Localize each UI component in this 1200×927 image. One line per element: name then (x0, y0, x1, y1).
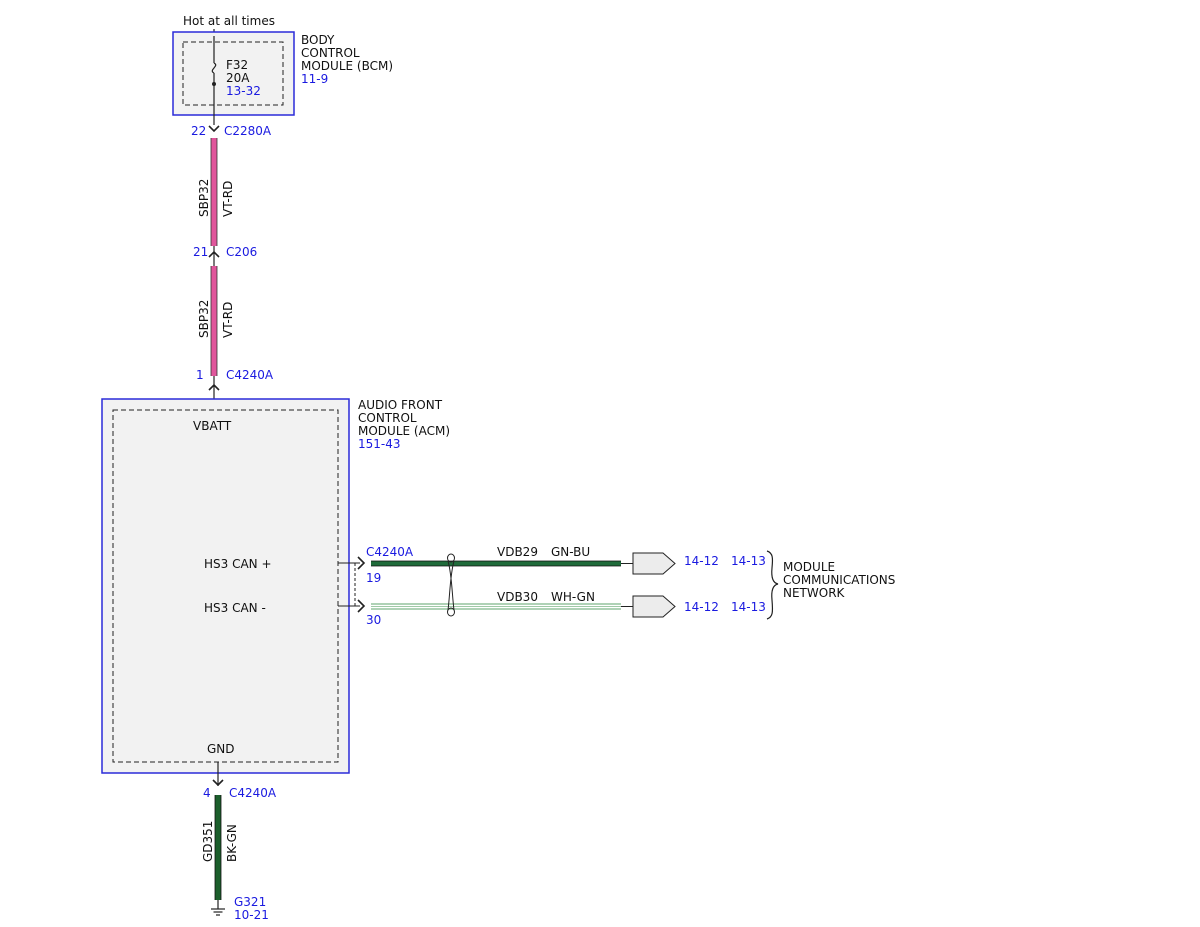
can-low-ref-b[interactable]: 14-13 (731, 600, 766, 614)
can-high-ref-b[interactable]: 14-13 (731, 554, 766, 568)
acm-name-line-3: MODULE (ACM) (358, 424, 450, 438)
bcm-module[interactable]: F32 20A 13-32 (172, 31, 295, 125)
wire-vdb30-color: WH-GN (551, 590, 595, 604)
wire-vdb29-color: GN-BU (551, 545, 590, 559)
connector-can-plus-icon (357, 556, 366, 570)
c2280a-name[interactable]: C2280A (224, 124, 272, 138)
acm-module[interactable]: VBATT HS3 CAN + HS3 CAN - GND (101, 398, 350, 774)
can-low-ref-a[interactable]: 14-12 (684, 600, 719, 614)
can-high-ref-a[interactable]: 14-12 (684, 554, 719, 568)
wire-lower-circuit: SBP32 (197, 300, 211, 338)
fuse-id: F32 (226, 58, 248, 72)
wire-lower-color: VT-RD (221, 302, 235, 338)
wire-vdb29-circuit: VDB29 (497, 545, 538, 559)
bcm-module-box (172, 31, 295, 116)
c4240a-ground-pin[interactable]: 4 (203, 786, 211, 800)
wire-vdb30[interactable] (371, 603, 633, 610)
fuse-icon (211, 62, 217, 74)
bcm-name-line-3: MODULE (BCM) (301, 59, 393, 73)
wire-sbp32-lower[interactable] (210, 266, 218, 376)
offpage-connector-can-high-icon[interactable] (632, 552, 676, 575)
acm-pin-vbatt: VBATT (193, 419, 232, 433)
acm-internal-boundary (112, 409, 339, 763)
wire-vdb30-circuit: VDB30 (497, 590, 538, 604)
bcm-internal-boundary (182, 41, 284, 106)
network-name-line-3: NETWORK (783, 586, 846, 600)
wire-gd351[interactable] (214, 795, 222, 900)
acm-name-line-2: CONTROL (358, 411, 417, 425)
wire-vdb29[interactable] (371, 560, 633, 567)
wire-vt-rd-segment (211, 266, 217, 376)
acm-pin-can-plus: HS3 CAN + (204, 557, 272, 571)
ground-point-ref[interactable]: 10-21 (234, 908, 269, 922)
wire-upper-circuit: SBP32 (197, 179, 211, 217)
fuse-junction-dot (212, 82, 216, 86)
c2280a-pin[interactable]: 22 (191, 124, 206, 138)
wire-gd351-color: BK-GN (225, 824, 239, 862)
acm-name-line-1: AUDIO FRONT (358, 398, 443, 412)
ground-point-name[interactable]: G321 (234, 895, 266, 909)
wire-upper-color: VT-RD (221, 181, 235, 217)
wire-vt-rd-segment (211, 138, 217, 246)
bcm-page-ref[interactable]: 11-9 (301, 72, 328, 86)
acm-pin-gnd: GND (207, 742, 235, 756)
wire-gd351-circuit: GD351 (201, 821, 215, 862)
bcm-name-line-1: BODY (301, 33, 335, 47)
acm-pin-can-minus: HS3 CAN - (204, 601, 266, 615)
network-brace-icon (766, 550, 779, 620)
wire-bk-gn-segment (215, 795, 221, 900)
power-source-label: Hot at all times (183, 14, 275, 28)
c4240a-power-pin[interactable]: 1 (196, 368, 204, 382)
connector-c4240a-ground-icon (212, 779, 224, 787)
bcm-name-line-2: CONTROL (301, 46, 360, 60)
wire-sbp32-upper[interactable] (210, 138, 218, 246)
c4240a-ground-name[interactable]: C4240A (229, 786, 277, 800)
ground-icon (211, 900, 225, 916)
acm-module-box (101, 398, 350, 774)
fuse-rating: 20A (226, 71, 250, 85)
wire-gn-bu-segment (371, 561, 621, 566)
c206-name[interactable]: C206 (226, 245, 257, 259)
c4240a-can-name[interactable]: C4240A (366, 545, 414, 559)
connector-c2280a-icon (208, 125, 220, 133)
network-name-line-2: COMMUNICATIONS (783, 573, 895, 587)
c206-pin[interactable]: 21 (193, 245, 208, 259)
acm-page-ref[interactable]: 151-43 (358, 437, 401, 451)
c4240a-power-name[interactable]: C4240A (226, 368, 274, 382)
connector-can-minus-icon (357, 599, 366, 613)
c4240a-can-pin-plus[interactable]: 19 (366, 571, 381, 585)
twisted-pair-icon (447, 553, 455, 617)
network-name-line-1: MODULE (783, 560, 835, 574)
offpage-connector-can-low-icon[interactable] (632, 595, 676, 618)
fuse-ref[interactable]: 13-32 (226, 84, 261, 98)
c4240a-can-pin-minus[interactable]: 30 (366, 613, 381, 627)
